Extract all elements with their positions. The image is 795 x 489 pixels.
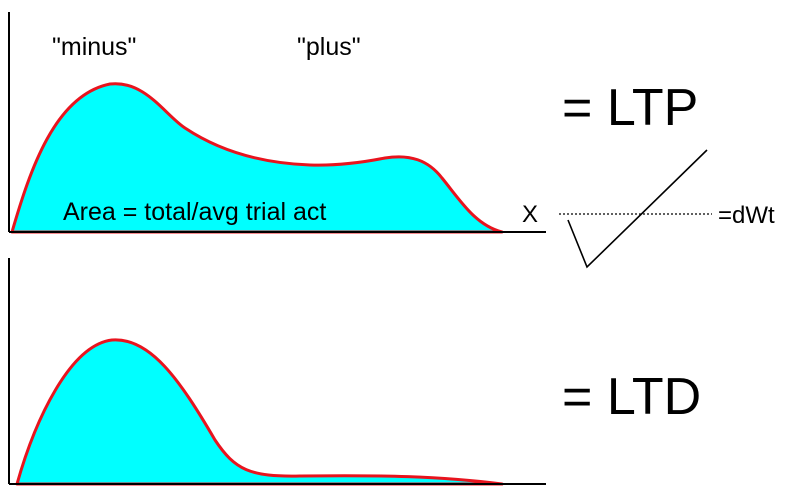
plus-label: "plus" xyxy=(297,33,361,61)
xcal-curve xyxy=(567,149,708,269)
bottom-activity-panel xyxy=(8,258,546,486)
minus-label: "minus" xyxy=(52,33,136,61)
bottom-activity-curve xyxy=(15,338,504,486)
xcal-function: X =dWt xyxy=(522,149,775,269)
top-activity-curve xyxy=(10,82,504,234)
ltd-label: = LTD xyxy=(562,368,701,426)
x-label: X xyxy=(522,201,538,228)
top-activity-panel xyxy=(8,12,546,234)
dwt-label: =dWt xyxy=(718,202,775,229)
ltp-label: = LTP xyxy=(562,79,698,137)
area-label: Area = total/avg trial act xyxy=(63,198,326,226)
